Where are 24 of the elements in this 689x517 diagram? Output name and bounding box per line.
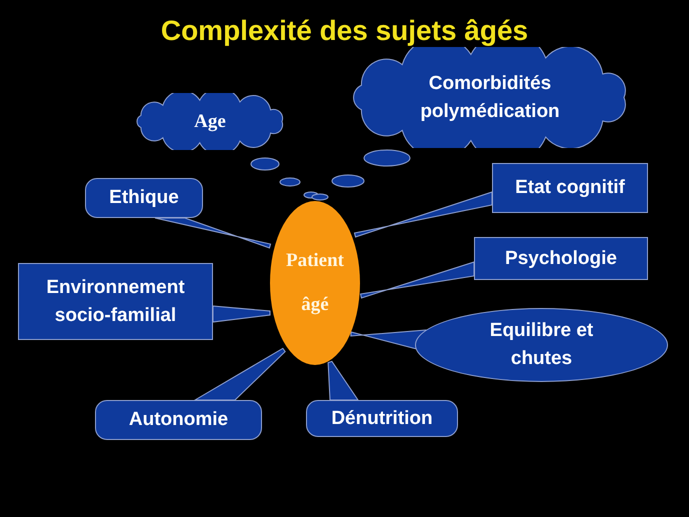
thought-bubble-trail [250,158,318,198]
node-text: Environnement socio-familial [45,276,186,328]
node-text: Patient âgé [284,249,346,317]
callout-box [492,163,648,213]
node-text: Dénutrition [331,406,433,431]
callout-pointer [212,305,271,323]
node-text: Psychologie [505,246,617,271]
callout-pointer [360,261,474,299]
node-text: Etat cognitif [515,176,625,200]
callout-box [474,237,648,280]
title: Complexité des sujets âgés [160,14,530,48]
callout-box [95,400,262,440]
callout-box [85,178,203,218]
callout-pointer [193,348,286,400]
callout-box [18,263,213,340]
node-text: Equilibre et chutes [488,319,594,371]
callout-pointer [154,218,272,249]
node-text: Age [194,110,226,134]
thought-bubble-trail [312,150,410,200]
callout-pointer [354,191,492,238]
node-text: Comorbidités polymédication [419,72,561,124]
callout-pointer [328,360,359,400]
node-text: Ethique [109,186,179,210]
node-text: Autonomie [128,408,228,432]
